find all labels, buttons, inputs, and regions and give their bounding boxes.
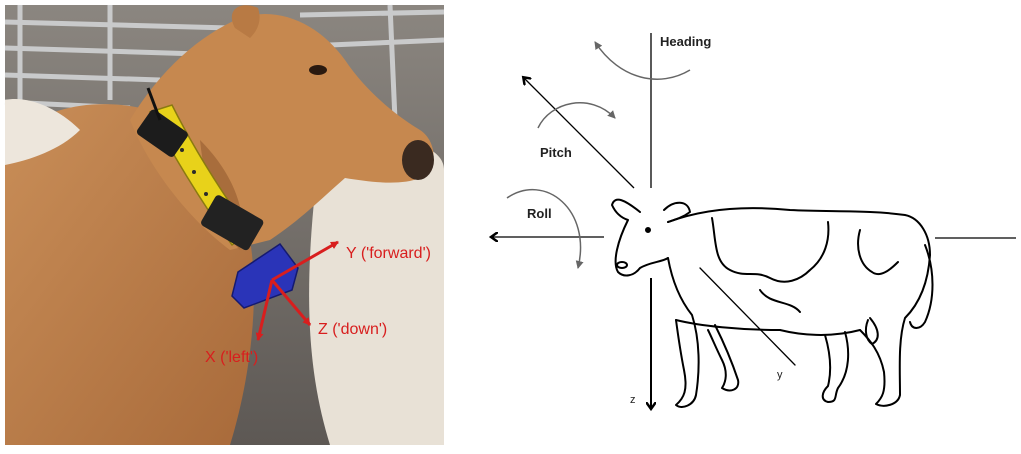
z-axis-label-diagram: z bbox=[630, 394, 636, 406]
orientation-diagram: Heading Pitch Roll z bbox=[492, 33, 1016, 408]
roll-label: Roll bbox=[527, 206, 552, 221]
cow-drawing bbox=[612, 200, 933, 407]
roll-rotation-arrow bbox=[507, 190, 581, 268]
cow-eye bbox=[309, 65, 327, 75]
pitch-rotation-arrow bbox=[538, 103, 615, 128]
y-axis-label: Y ('forward') bbox=[346, 245, 431, 262]
cow-photo: Y ('forward') Z ('down') X ('left') bbox=[5, 5, 444, 445]
y-axis-label-diagram: y bbox=[777, 369, 783, 381]
heading-label: Heading bbox=[660, 34, 711, 49]
x-axis-label: X ('left') bbox=[205, 349, 258, 366]
cow-muzzle bbox=[402, 140, 434, 180]
z-axis-label: Z ('down') bbox=[318, 321, 387, 338]
pitch-axis bbox=[524, 78, 634, 188]
pitch-label: Pitch bbox=[540, 145, 572, 160]
